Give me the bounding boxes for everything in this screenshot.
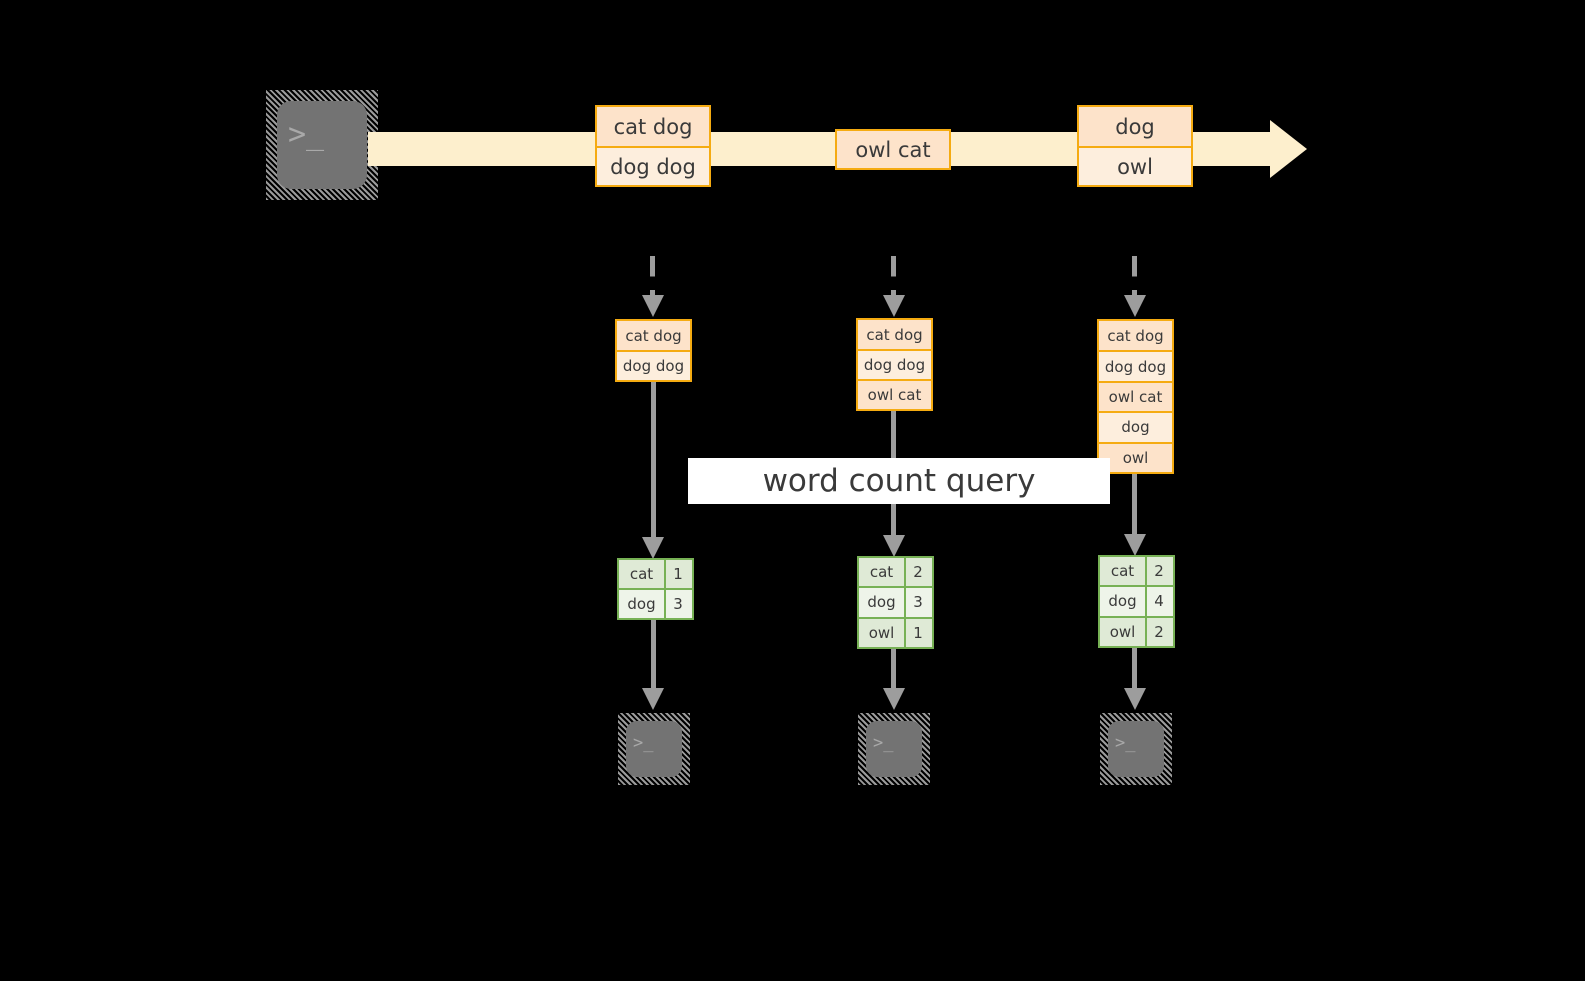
stream-event-group-3: dog owl — [1077, 105, 1193, 187]
snapshot-3-query-line — [1132, 474, 1137, 546]
snapshot-1-query-line — [651, 382, 656, 548]
snapshot-input-line: owl cat — [1099, 380, 1172, 412]
snapshot-1-trigger-arrowhead — [642, 295, 664, 317]
count-cell: 2 — [1145, 617, 1171, 646]
snapshot-input-line: cat dog — [858, 320, 931, 349]
terminal-screen — [277, 101, 367, 189]
terminal-screen — [1108, 721, 1164, 777]
terminal-prompt-glyph: >_ — [633, 733, 654, 753]
snapshot-1-query-arrowhead — [642, 537, 664, 559]
snapshot-input-line: dog dog — [1099, 350, 1172, 381]
stream-event-line: cat dog — [597, 107, 709, 146]
count-cell: 2 — [904, 558, 930, 587]
table-row: owl 1 — [859, 616, 932, 647]
snapshot-3-trigger-line — [1132, 256, 1137, 302]
snapshot-input-line: cat dog — [1099, 321, 1172, 351]
word-cell: cat — [629, 565, 654, 583]
snapshot-3-result-table: cat 2 dog 4 owl 2 — [1098, 555, 1175, 648]
word-cell: dog — [1108, 592, 1137, 611]
table-row: owl 2 — [1100, 615, 1173, 646]
snapshot-3-sink-arrowhead — [1124, 688, 1146, 710]
stream-arrow-head — [1270, 120, 1307, 178]
snapshot-input-line: cat dog — [617, 321, 690, 350]
count-cell: 1 — [664, 560, 690, 588]
snapshot-2-sink-arrowhead — [883, 688, 905, 710]
terminal-prompt-glyph: >_ — [288, 117, 325, 152]
word-cell: dog — [867, 593, 896, 612]
snapshot-1-result-table: cat 1 dog 3 — [617, 558, 694, 620]
snapshot-1-sink-line — [651, 620, 656, 692]
terminal-prompt-glyph: >_ — [873, 733, 894, 753]
stream-event-group-2: owl cat — [835, 129, 951, 170]
table-row: dog 3 — [619, 588, 692, 618]
consumer-terminal-icon-2: >_ — [858, 713, 930, 785]
count-cell: 3 — [904, 588, 930, 617]
word-cell: cat — [1110, 562, 1135, 581]
snapshot-1-input-box: cat dog dog dog — [615, 319, 692, 382]
table-row: dog 3 — [859, 586, 932, 617]
stream-event-line: dog dog — [597, 146, 709, 185]
word-cell: owl — [868, 623, 895, 642]
stream-event-line: dog — [1079, 107, 1191, 146]
word-cell: owl — [1109, 622, 1136, 641]
snapshot-3-sink-line — [1132, 648, 1137, 692]
terminal-screen — [626, 721, 682, 777]
query-banner: word count query — [688, 458, 1110, 504]
stream-event-line: owl — [1079, 146, 1191, 185]
table-row: cat 2 — [1100, 557, 1173, 586]
snapshot-1-sink-arrowhead — [642, 688, 664, 710]
table-row: dog 4 — [1100, 585, 1173, 616]
consumer-terminal-icon-1: >_ — [618, 713, 690, 785]
count-cell: 2 — [1145, 557, 1171, 586]
producer-terminal-icon: >_ — [266, 90, 378, 200]
snapshot-2-input-box: cat dog dog dog owl cat — [856, 318, 933, 411]
query-banner-label: word count query — [762, 463, 1036, 499]
word-cell: dog — [627, 595, 656, 613]
snapshot-3-input-box: cat dog dog dog owl cat dog owl — [1097, 319, 1174, 474]
stream-event-group-1: cat dog dog dog — [595, 105, 711, 187]
count-cell: 1 — [904, 618, 930, 647]
terminal-screen — [866, 721, 922, 777]
table-row: cat 2 — [859, 558, 932, 587]
word-cell: cat — [869, 563, 894, 582]
table-row: cat 1 — [619, 560, 692, 588]
snapshot-2-result-table: cat 2 dog 3 owl 1 — [857, 556, 934, 649]
snapshot-3-query-arrowhead — [1124, 534, 1146, 556]
snapshot-input-line: dog dog — [617, 350, 690, 380]
terminal-prompt-glyph: >_ — [1115, 733, 1136, 753]
snapshot-input-line: owl cat — [858, 379, 931, 409]
snapshot-3-trigger-arrowhead — [1124, 295, 1146, 317]
count-cell: 3 — [664, 590, 690, 618]
snapshot-2-sink-line — [891, 649, 896, 692]
stream-event-line: owl cat — [837, 131, 949, 168]
snapshot-input-line: owl — [1099, 441, 1172, 473]
snapshot-input-line: dog — [1099, 411, 1172, 442]
snapshot-2-trigger-arrowhead — [883, 295, 905, 317]
snapshot-1-trigger-line — [650, 256, 655, 302]
count-cell: 4 — [1145, 587, 1171, 616]
snapshot-2-trigger-line — [891, 256, 896, 302]
snapshot-2-query-arrowhead — [883, 535, 905, 557]
snapshot-input-line: dog dog — [858, 349, 931, 379]
consumer-terminal-icon-3: >_ — [1100, 713, 1172, 785]
